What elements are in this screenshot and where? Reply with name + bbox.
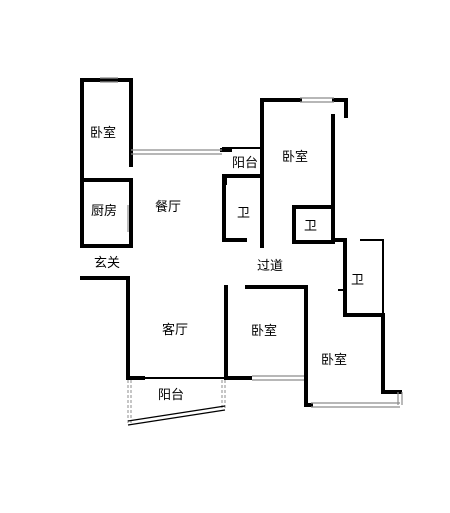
room-label-bath-middle: 卫 [304,219,318,234]
room-label-living: 客厅 [162,323,189,338]
room-label-bath-right: 卫 [351,273,365,288]
room-label-dining: 餐厅 [155,200,182,215]
room-label-corridor: 过道 [257,259,284,274]
room-label-balcony-top: 阳台 [232,156,259,171]
thin-walls [128,147,384,379]
bottom-balcony [127,380,226,425]
room-label-bedroom-top-left: 卧室 [90,126,117,141]
room-label-bath-left: 卫 [237,206,251,221]
room-label-bedroom-top-right: 卧室 [282,150,309,165]
balcony-rail [127,405,226,426]
walls [80,78,402,407]
room-label-balcony-bottom: 阳台 [158,388,185,403]
room-label-bedroom-middle: 卧室 [251,324,278,339]
room-label-bedroom-bottom-right: 卧室 [321,353,348,368]
room-label-entrance: 玄关 [94,256,121,271]
windows [100,77,403,408]
room-label-kitchen: 厨房 [91,204,118,219]
